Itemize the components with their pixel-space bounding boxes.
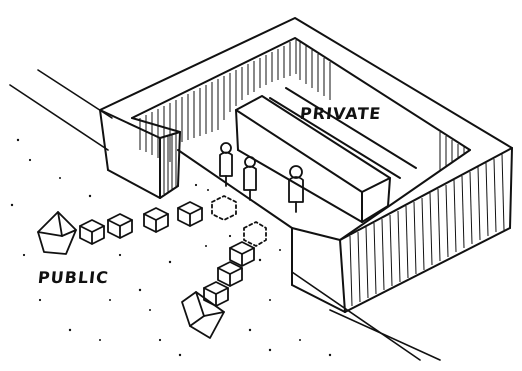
- gravel-dots: [11, 139, 331, 356]
- person-figure-3: [289, 166, 303, 212]
- house-left-icon: [38, 212, 76, 254]
- public-path-cubes: [38, 196, 266, 338]
- left-wall-vert-front: [100, 110, 108, 170]
- right-wall-end: [292, 228, 340, 240]
- street-line-front-2: [330, 310, 440, 360]
- left-wall-inner-vert: [178, 132, 180, 186]
- cube-1: [80, 220, 104, 244]
- inner-floor-line: [178, 150, 292, 228]
- cube-4: [178, 202, 202, 226]
- street-line-mid: [10, 85, 108, 150]
- left-wall-base: [108, 170, 160, 198]
- person-figure-2: [244, 157, 256, 200]
- right-wall-edge-outer: [510, 148, 512, 228]
- left-wall-inner-return: [132, 118, 180, 132]
- right-wall-base: [345, 228, 510, 312]
- right-wall-corner: [340, 240, 345, 312]
- right-wall-outer-hatch: [350, 154, 504, 306]
- right-wall-end-base: [292, 285, 345, 312]
- cube-6-dashed: [244, 222, 266, 246]
- left-wall-base-2: [160, 186, 178, 198]
- right-wall-edge-inner: [340, 150, 470, 240]
- house-bottom-icon: [182, 292, 224, 338]
- public-label: PUBLIC: [37, 268, 110, 287]
- figures: [220, 143, 303, 212]
- cube-8: [218, 262, 242, 286]
- back-wall-inner: [132, 38, 470, 150]
- street-line-front: [292, 272, 420, 360]
- cube-2: [108, 214, 132, 238]
- cube-5-dashed: [212, 196, 236, 220]
- cube-7: [230, 242, 254, 266]
- private-label: PRIVATE: [299, 104, 382, 123]
- cube-9: [204, 282, 228, 306]
- cube-3: [144, 208, 168, 232]
